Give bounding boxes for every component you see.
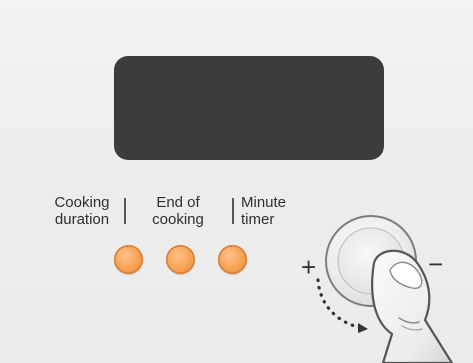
- finger-icon: [372, 251, 452, 363]
